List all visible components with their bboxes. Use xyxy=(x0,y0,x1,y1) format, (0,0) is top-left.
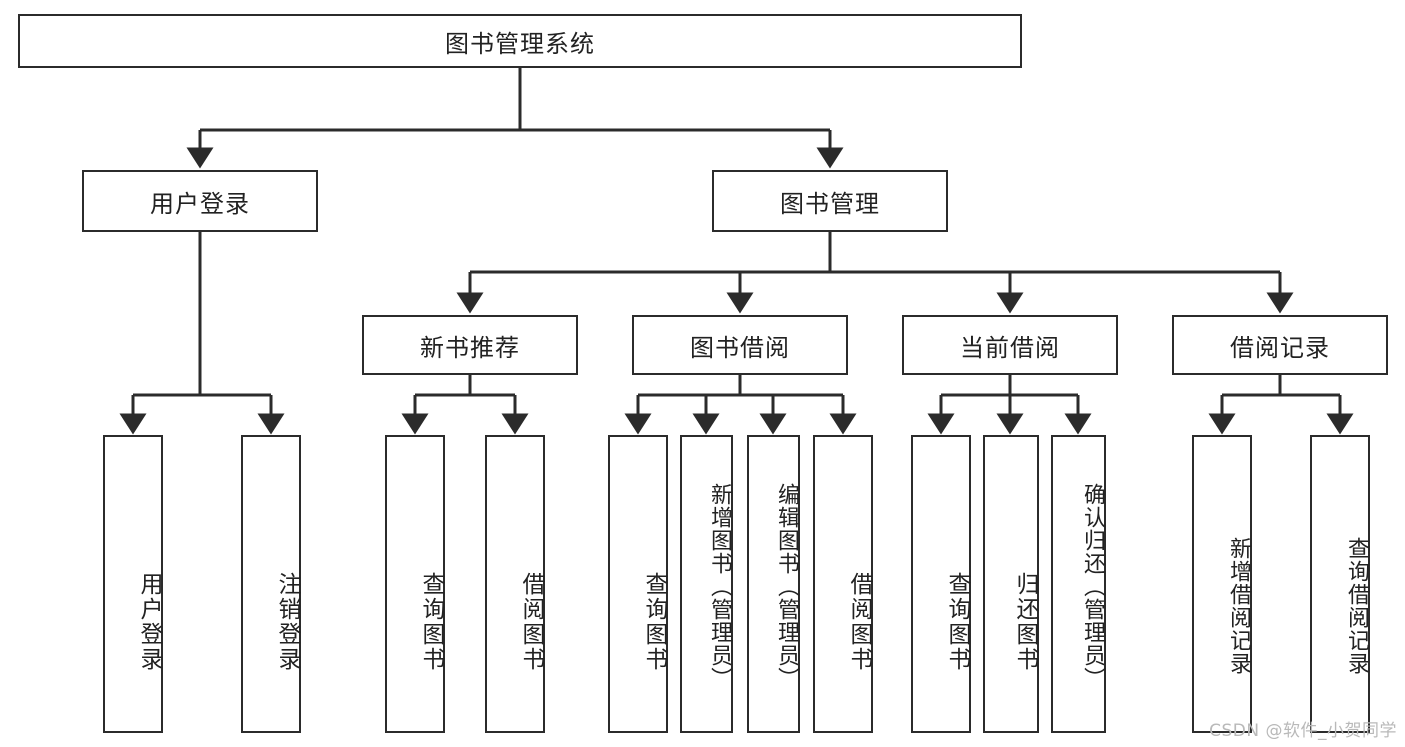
leaf-borrow-book-newbook[interactable]: 借阅图书 xyxy=(485,435,545,733)
node-label: 借阅图书 xyxy=(846,572,872,672)
node-label: 查询借阅记录 xyxy=(1344,537,1369,675)
node-book-borrowing[interactable]: 图书借阅 xyxy=(632,315,848,375)
node-label: 图书借阅 xyxy=(690,333,790,362)
node-label: 查询图书 xyxy=(418,572,444,672)
leaf-user-login[interactable]: 用户登录 xyxy=(103,435,163,733)
node-label: 确认归还（管理员） xyxy=(1080,482,1105,690)
leaf-add-borrow-record[interactable]: 新增借阅记录 xyxy=(1192,435,1252,733)
node-label: 借阅记录 xyxy=(1230,333,1330,362)
csdn-watermark: CSDN @软件_小贺同学 xyxy=(1209,721,1397,741)
leaf-edit-book-admin[interactable]: 编辑图书（管理员） xyxy=(747,435,800,733)
node-user-login[interactable]: 用户登录 xyxy=(82,170,318,232)
node-book-management[interactable]: 图书管理 xyxy=(712,170,948,232)
leaf-query-book-borrow[interactable]: 查询图书 xyxy=(608,435,668,733)
node-label: 新增图书（管理员） xyxy=(707,482,732,690)
node-label: 新书推荐 xyxy=(420,333,520,362)
node-label: 查询图书 xyxy=(641,572,667,672)
leaf-confirm-return-admin[interactable]: 确认归还（管理员） xyxy=(1051,435,1106,733)
leaf-logout[interactable]: 注销登录 xyxy=(241,435,301,733)
node-label: 新增借阅记录 xyxy=(1226,537,1251,675)
node-label: 查询图书 xyxy=(944,572,970,672)
node-label: 编辑图书（管理员） xyxy=(774,482,799,690)
node-label: 归还图书 xyxy=(1012,572,1038,672)
leaf-query-borrow-record[interactable]: 查询借阅记录 xyxy=(1310,435,1370,733)
node-label: 图书管理 xyxy=(780,189,880,218)
leaf-borrow-book[interactable]: 借阅图书 xyxy=(813,435,873,733)
node-label: 注销登录 xyxy=(274,572,300,672)
node-label: 用户登录 xyxy=(136,572,162,672)
node-label: 当前借阅 xyxy=(960,333,1060,362)
leaf-return-book[interactable]: 归还图书 xyxy=(983,435,1039,733)
node-new-book-recommendation[interactable]: 新书推荐 xyxy=(362,315,578,375)
leaf-query-book-newbook[interactable]: 查询图书 xyxy=(385,435,445,733)
leaf-add-book-admin[interactable]: 新增图书（管理员） xyxy=(680,435,733,733)
node-label: 用户登录 xyxy=(150,189,250,218)
node-borrow-records[interactable]: 借阅记录 xyxy=(1172,315,1388,375)
leaf-query-book-current[interactable]: 查询图书 xyxy=(911,435,971,733)
node-label: 图书管理系统 xyxy=(445,29,595,58)
node-current-borrowing[interactable]: 当前借阅 xyxy=(902,315,1118,375)
node-root-book-management-system[interactable]: 图书管理系统 xyxy=(18,14,1022,68)
node-label: 借阅图书 xyxy=(518,572,544,672)
